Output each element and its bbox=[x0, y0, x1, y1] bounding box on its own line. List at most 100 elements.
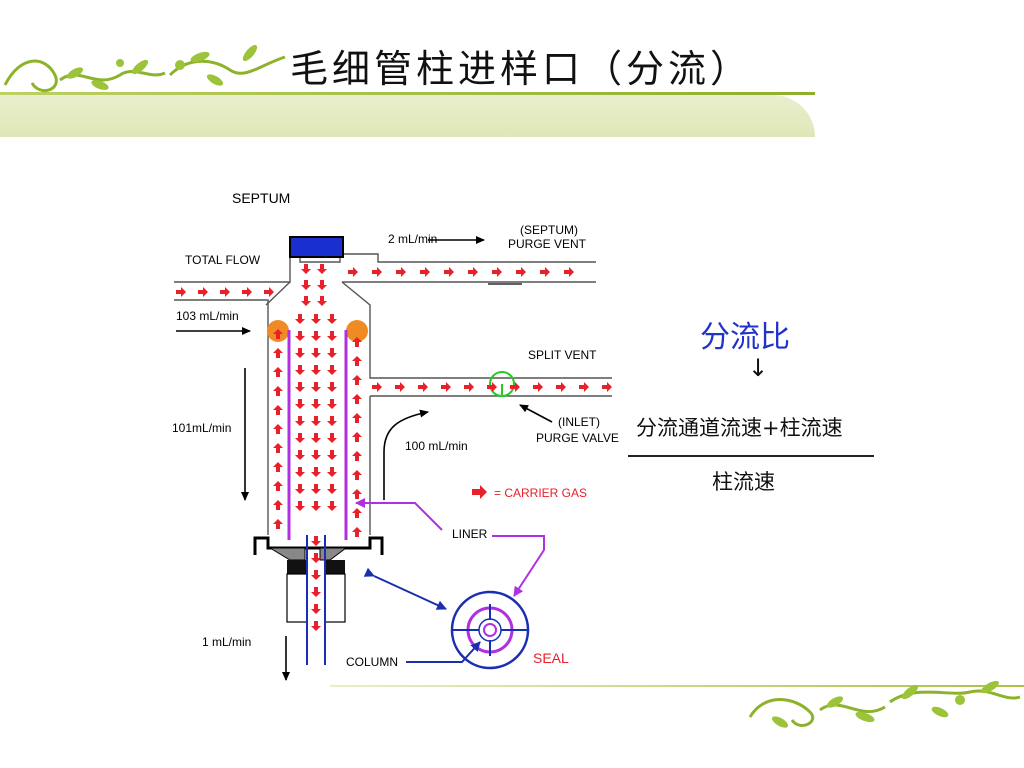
carrier-legend-arrow bbox=[472, 485, 487, 499]
split-ratio-title: 分流比 bbox=[700, 320, 790, 355]
label-septum: SEPTUM bbox=[232, 190, 290, 206]
carrier-arrow bbox=[273, 443, 283, 453]
label-column: COLUMN bbox=[346, 655, 398, 669]
down-arrow-icon: ↓ bbox=[748, 354, 769, 382]
carrier-arrow bbox=[295, 348, 305, 358]
carrier-arrow bbox=[317, 296, 327, 306]
slide-title: 毛细管柱进样口（分流） bbox=[290, 47, 753, 91]
carrier-arrow bbox=[311, 604, 321, 614]
carrier-arrow bbox=[301, 296, 311, 306]
label-split-vent: SPLIT VENT bbox=[528, 348, 597, 362]
liner-pointer bbox=[355, 498, 443, 531]
carrier-arrow bbox=[602, 382, 612, 392]
carrier-arrow bbox=[516, 267, 526, 277]
carrier-arrow bbox=[311, 553, 321, 563]
carrier-arrow bbox=[564, 267, 574, 277]
carrier-arrow bbox=[273, 462, 283, 472]
carrier-arrow bbox=[295, 365, 305, 375]
carrier-gas-arrows bbox=[176, 264, 612, 631]
title-bar bbox=[0, 95, 815, 137]
carrier-arrow bbox=[327, 399, 337, 409]
carrier-arrow bbox=[295, 399, 305, 409]
label-column-rate: 1 mL/min bbox=[202, 635, 251, 649]
label-septum-purge-2: PURGE VENT bbox=[508, 237, 587, 251]
carrier-arrow bbox=[540, 267, 550, 277]
split-flow-arrow bbox=[383, 409, 429, 500]
septum-block bbox=[289, 236, 344, 258]
carrier-arrow bbox=[444, 267, 454, 277]
carrier-arrow bbox=[264, 287, 274, 297]
carrier-arrow bbox=[295, 314, 305, 324]
carrier-arrow bbox=[420, 267, 430, 277]
carrier-arrow bbox=[295, 382, 305, 392]
carrier-arrow bbox=[556, 382, 566, 392]
carrier-arrow bbox=[352, 375, 362, 385]
label-seal: SEAL bbox=[533, 650, 569, 666]
carrier-arrow bbox=[352, 413, 362, 423]
carrier-arrow bbox=[295, 331, 305, 341]
column bbox=[306, 535, 326, 665]
carrier-arrow bbox=[327, 348, 337, 358]
carrier-arrow bbox=[273, 348, 283, 358]
carrier-arrow bbox=[372, 382, 382, 392]
fraction-bar bbox=[628, 455, 874, 457]
carrier-arrow bbox=[311, 416, 321, 426]
carrier-arrow bbox=[352, 432, 362, 442]
carrier-arrow bbox=[418, 382, 428, 392]
carrier-arrow bbox=[327, 450, 337, 460]
label-inlet-purge-2: PURGE VALVE bbox=[536, 431, 619, 445]
o-ring-right bbox=[346, 320, 368, 342]
label-septum-purge-1: (SEPTUM) bbox=[520, 223, 578, 237]
carrier-arrow bbox=[327, 501, 337, 511]
split-ratio-denominator: 柱流速 bbox=[712, 470, 775, 494]
carrier-arrow bbox=[295, 416, 305, 426]
carrier-arrow bbox=[295, 484, 305, 494]
carrier-arrow bbox=[311, 570, 321, 580]
carrier-arrow bbox=[395, 382, 405, 392]
purge-valve-arrow bbox=[519, 404, 553, 423]
carrier-arrow bbox=[352, 337, 362, 347]
carrier-arrow bbox=[311, 314, 321, 324]
carrier-arrow bbox=[352, 508, 362, 518]
carrier-arrow bbox=[311, 433, 321, 443]
carrier-arrow bbox=[396, 267, 406, 277]
carrier-arrow bbox=[317, 264, 327, 274]
carrier-arrow bbox=[464, 382, 474, 392]
seal-pointer bbox=[492, 535, 545, 597]
carrier-arrow bbox=[311, 331, 321, 341]
carrier-arrow bbox=[327, 467, 337, 477]
liner bbox=[287, 330, 348, 540]
carrier-arrow bbox=[273, 329, 283, 339]
carrier-arrow bbox=[311, 348, 321, 358]
label-purge-rate: 2 mL/min bbox=[388, 232, 437, 246]
carrier-arrow bbox=[579, 382, 589, 392]
column-pointer bbox=[406, 641, 481, 663]
carrier-arrow bbox=[352, 470, 362, 480]
carrier-arrow bbox=[311, 536, 321, 546]
label-total-flow-rate: 103 mL/min bbox=[176, 309, 239, 323]
carrier-arrow bbox=[327, 433, 337, 443]
carrier-arrow bbox=[348, 267, 358, 277]
carrier-arrow bbox=[352, 356, 362, 366]
split-ratio-numerator: 分流通道流速+柱流速 bbox=[636, 416, 843, 440]
label-split-rate: 100 mL/min bbox=[405, 439, 468, 453]
carrier-arrow bbox=[295, 450, 305, 460]
carrier-arrow bbox=[295, 467, 305, 477]
title-underline bbox=[0, 92, 815, 95]
carrier-arrow bbox=[441, 382, 451, 392]
carrier-arrow bbox=[220, 287, 230, 297]
carrier-arrow bbox=[273, 424, 283, 434]
floral-ornament-top-left bbox=[3, 44, 286, 93]
carrier-arrow bbox=[468, 267, 478, 277]
carrier-arrow bbox=[533, 382, 543, 392]
seal-detail bbox=[450, 590, 530, 670]
carrier-arrow bbox=[311, 621, 321, 631]
carrier-arrow bbox=[273, 481, 283, 491]
carrier-arrow bbox=[311, 382, 321, 392]
carrier-arrow bbox=[295, 433, 305, 443]
carrier-arrow bbox=[301, 264, 311, 274]
carrier-arrow bbox=[273, 519, 283, 529]
label-total-flow: TOTAL FLOW bbox=[185, 253, 261, 267]
